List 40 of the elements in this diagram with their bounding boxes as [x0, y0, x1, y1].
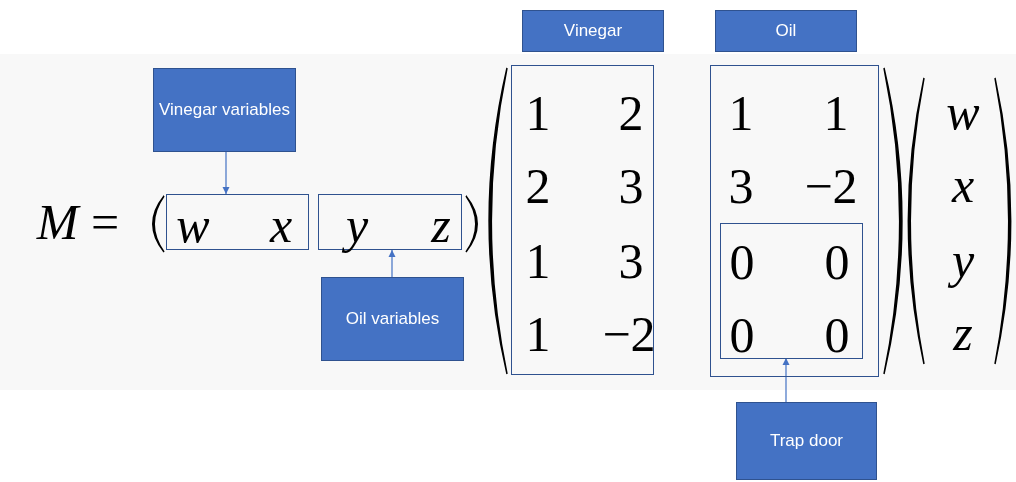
matrix-entry: 3 [618, 236, 644, 286]
arrow [388, 249, 396, 278]
callout-text: Oil [775, 19, 797, 42]
matrix-entry: 3 [618, 161, 644, 211]
vector-variable: w [946, 87, 980, 137]
arrow [222, 151, 230, 195]
callout-text: Trap door [769, 429, 844, 452]
callout-text: Vinegar variables [158, 98, 290, 121]
matrix-entry: 3 [728, 161, 754, 211]
header-box [522, 10, 664, 52]
matrix-entry: 1 [525, 236, 551, 286]
arrow [782, 357, 790, 403]
equation-lhs: M = [36, 197, 120, 247]
matrix-entry: 0 [824, 237, 850, 287]
matrix-entry: 0 [824, 310, 850, 360]
variable: w [176, 200, 210, 250]
matrix-entry: 2 [525, 161, 551, 211]
trap-door-box [720, 223, 863, 359]
matrix-entry: 1 [525, 309, 551, 359]
matrix-entry: 0 [729, 237, 755, 287]
matrix-block-box [511, 65, 654, 375]
variable: z [431, 200, 451, 250]
callout-text: Oil variables [345, 307, 440, 330]
callout-box [321, 277, 464, 361]
variable-group-box [166, 194, 309, 250]
vector-variable: x [951, 160, 975, 210]
matrix-entry: 0 [729, 310, 755, 360]
matrix-entry: −2 [804, 161, 858, 211]
matrix-block-box [710, 65, 879, 377]
callout-box [736, 402, 877, 480]
matrix-entry: 1 [728, 88, 754, 138]
matrix-entry: 1 [823, 88, 849, 138]
vector-variable: z [953, 308, 973, 358]
callout-box [153, 68, 296, 152]
header-box [715, 10, 857, 52]
matrix-entry: −2 [602, 309, 656, 359]
matrix-entry: 1 [525, 88, 551, 138]
callout-text: Vinegar [563, 19, 623, 42]
matrix-entry: 2 [618, 88, 644, 138]
variable: x [269, 200, 293, 250]
